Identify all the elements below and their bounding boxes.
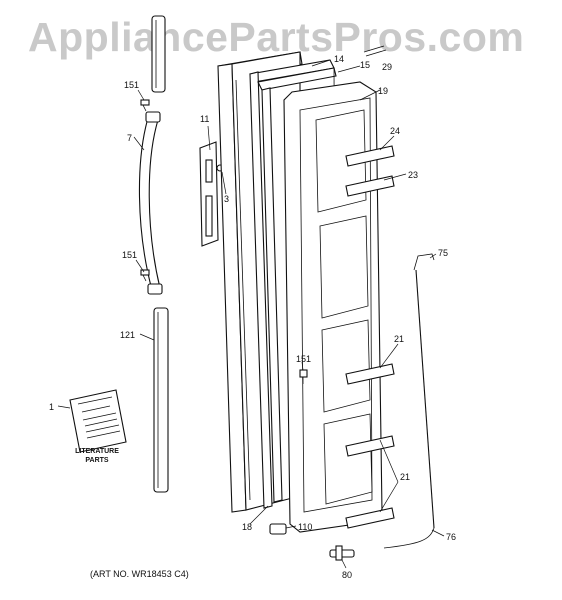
cap-part: [269, 523, 287, 535]
shelf-bar-21b: [345, 435, 395, 457]
door-handle: [138, 111, 163, 295]
literature-booklet: [69, 389, 127, 453]
callout-151-middle: 151: [122, 250, 137, 260]
callout-24: 24: [390, 126, 400, 136]
screw-upper: [140, 99, 150, 112]
callout-75: 75: [438, 248, 448, 258]
top-trim-strip: [151, 15, 166, 93]
screw-middle: [140, 269, 150, 282]
callout-151-upper: 151: [124, 80, 139, 90]
watermark-text: AppliancePartsPros.com: [28, 14, 525, 60]
callout-labels: 1 3 7 11 14 15 19 21 21 23 24 29 75 76 8…: [49, 54, 456, 580]
hinge-bracket: [199, 141, 224, 247]
shelf-bar-23: [345, 175, 395, 197]
shelf-bar-21c: [345, 507, 395, 529]
callout-11: 11: [200, 114, 209, 124]
callout-29: 29: [382, 62, 392, 72]
callout-7: 7: [127, 133, 132, 143]
clip-part: [363, 45, 387, 57]
literature-parts-label: LITERATURE PARTS: [75, 448, 119, 464]
callout-76: 76: [446, 532, 456, 542]
callout-14: 14: [334, 54, 344, 64]
art-number: (ART NO. WR18453 C4): [90, 569, 189, 579]
callout-1: 1: [49, 402, 54, 412]
door-rod: [383, 253, 435, 549]
door-liner: [283, 81, 383, 533]
callout-15: 15: [360, 60, 370, 70]
callout-18: 18: [242, 522, 252, 532]
bolt-part: [329, 545, 355, 561]
shelf-bar-21a: [345, 363, 395, 385]
shelf-bar-24: [345, 145, 395, 167]
callout-19: 19: [378, 86, 388, 96]
lower-trim-strip: [153, 307, 169, 493]
leader-lines: [57, 59, 445, 569]
callout-23: 23: [408, 170, 418, 180]
callout-21-lower: 21: [400, 472, 410, 482]
callout-121: 121: [120, 330, 135, 340]
screw-liner: [299, 369, 308, 384]
callout-80: 80: [342, 570, 352, 580]
callout-21-upper: 21: [394, 334, 404, 344]
callout-3: 3: [224, 194, 229, 204]
callout-151-liner: 151: [296, 354, 311, 364]
callout-110: 110: [298, 522, 312, 532]
